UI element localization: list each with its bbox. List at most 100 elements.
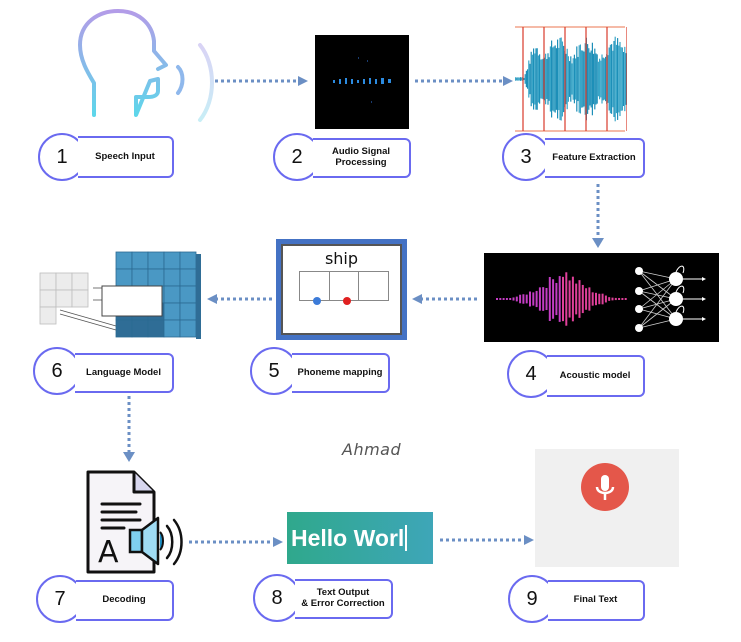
waveform-bar <box>552 47 554 111</box>
waveform-bar <box>593 53 595 105</box>
waveform-bar <box>541 59 543 99</box>
acoustic-bar <box>538 287 541 311</box>
tensor-cell <box>163 302 181 321</box>
tensor-cell <box>179 268 197 287</box>
waveform-bar <box>546 59 548 99</box>
microphone-button[interactable] <box>581 463 629 511</box>
waveform-bar <box>559 37 561 121</box>
waveform-bar <box>607 55 609 103</box>
waveform-bar <box>625 53 627 105</box>
author-credit: Ahmad <box>342 440 402 459</box>
waveform-bar <box>583 51 585 107</box>
waveform-bar <box>582 50 584 108</box>
acoustic-bar <box>515 296 518 302</box>
embedding-cell <box>55 272 73 291</box>
svg-text:A: A <box>98 535 119 570</box>
waveform-bar <box>581 50 583 108</box>
step-label-7: Decoding <box>76 580 174 621</box>
waveform-bar <box>578 45 580 113</box>
waveform-bar <box>569 61 571 97</box>
tensor-cell <box>147 268 165 287</box>
step-label-4: Acoustic model <box>547 355 645 397</box>
acoustic-bar <box>558 276 561 322</box>
text-output-icon: Hello Worl <box>287 512 433 564</box>
nn-edge <box>638 278 677 310</box>
waveform-bar <box>528 60 530 98</box>
waveform-bar <box>519 77 521 81</box>
step-label-3: Feature Extraction <box>545 138 645 178</box>
tensor-cell <box>179 319 197 338</box>
acoustic-bar <box>519 294 522 304</box>
step-number-8: 8 <box>253 574 301 622</box>
acoustic-bar <box>512 297 515 301</box>
acoustic-bar <box>565 272 568 326</box>
step-number-6: 6 <box>33 347 81 395</box>
waveform-bar <box>524 74 526 84</box>
waveform-bar <box>596 54 598 104</box>
waveform-bar <box>515 77 517 81</box>
tensor-cell <box>131 251 149 270</box>
waveform-bar <box>535 48 537 110</box>
waveform-bar <box>577 56 579 102</box>
waveform-bar <box>517 77 519 81</box>
waveform-bar <box>540 59 542 99</box>
waveform-bar <box>603 58 605 100</box>
flow-arrow-2-3 <box>415 76 513 86</box>
waveform-bar <box>527 69 529 89</box>
waveform-bar <box>608 47 610 111</box>
waveform-bar <box>518 77 520 81</box>
tensor-cell <box>179 251 197 270</box>
waveform-bar <box>613 40 615 118</box>
acoustic-bar <box>509 298 512 300</box>
step-label-5: Phoneme mapping <box>292 353 390 393</box>
acoustic-bar <box>575 283 578 315</box>
waveform-bar <box>560 37 562 121</box>
waveform-bar <box>554 45 556 113</box>
waveform-frames-icon <box>515 26 627 132</box>
acoustic-bar <box>532 292 535 306</box>
waveform-bar <box>584 43 586 115</box>
step-number-3: 3 <box>502 133 550 181</box>
embedding-cell <box>39 272 57 291</box>
acoustic-bar <box>608 297 611 301</box>
acoustic-bar <box>499 298 502 300</box>
waveform-bar <box>555 48 557 110</box>
waveform-bar <box>611 44 613 114</box>
acoustic-bar <box>581 284 584 314</box>
tensor-cell <box>131 268 149 287</box>
tensor-cell <box>163 285 181 304</box>
text-caret <box>405 525 408 551</box>
step-label-8: Text Output & Error Correction <box>295 579 393 619</box>
waveform-bar <box>587 44 589 114</box>
acoustic-bar <box>601 293 604 305</box>
waveform-bar <box>525 70 527 88</box>
waveform-bar <box>571 63 573 95</box>
waveform-bar <box>523 77 525 81</box>
tensor-cubes-icon <box>39 251 201 339</box>
acoustic-bar <box>552 279 555 319</box>
waveform-bar <box>601 54 603 104</box>
waveform-bar <box>591 42 593 116</box>
waveform-bar <box>539 54 541 104</box>
final-text-panel <box>535 449 679 567</box>
waveform-bar <box>536 48 538 110</box>
waveform-bar <box>545 53 547 105</box>
waveform-bar <box>533 48 535 110</box>
acoustic-bar <box>595 292 597 306</box>
audio-spectrum-icon <box>315 35 409 129</box>
speaking-head-icon <box>78 9 214 122</box>
waveform-bar <box>599 58 601 100</box>
waveform-bar <box>573 54 575 104</box>
waveform-bar <box>588 48 590 110</box>
waveform-bar <box>619 41 621 117</box>
waveform-bar <box>563 45 565 113</box>
acoustic-bar <box>529 291 531 307</box>
acoustic-bar <box>548 277 551 321</box>
acoustic-bar <box>614 297 617 301</box>
waveform-bar <box>597 61 599 97</box>
waveform-bar <box>623 51 625 107</box>
nn-edge <box>638 290 677 320</box>
acoustic-bar <box>588 287 591 311</box>
flow-arrow-4-5 <box>412 294 480 304</box>
embedding-cell <box>71 289 89 308</box>
